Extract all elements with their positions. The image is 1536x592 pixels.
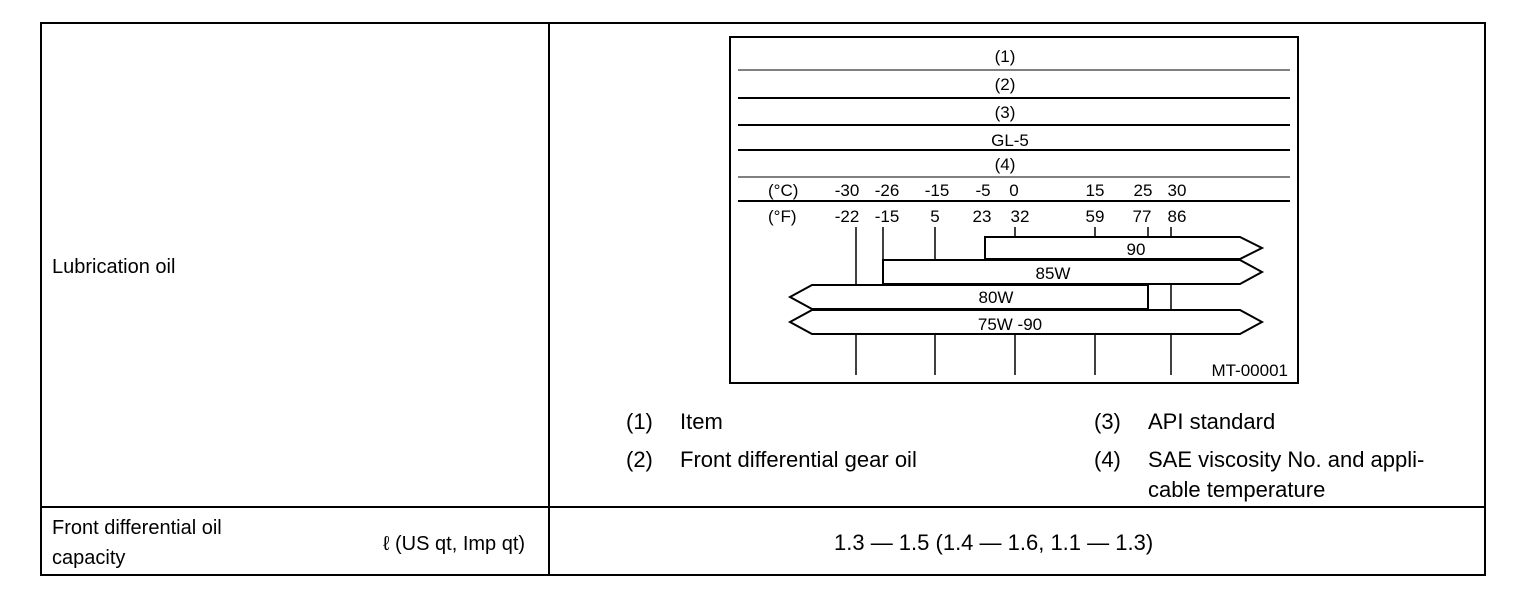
chart-row-3-label: (3) — [995, 103, 1016, 122]
fahrenheit-tick-0: -22 — [835, 207, 860, 226]
fahrenheit-tick-2: 5 — [930, 207, 939, 226]
table-column-divider — [548, 22, 550, 576]
oil-capacity-label-line2: capacity — [52, 547, 126, 569]
grade-75w-90-label: 75W -90 — [978, 315, 1042, 334]
celsius-tick-5: 15 — [1086, 181, 1105, 200]
celsius-unit: (°C) — [768, 181, 798, 200]
fahrenheit-tick-5: 59 — [1086, 207, 1105, 226]
celsius-tick-1: -26 — [875, 181, 900, 200]
api-grade-value: GL-5 — [991, 131, 1029, 150]
celsius-tick-4: 0 — [1009, 181, 1018, 200]
legend-num-3: (3) — [1094, 409, 1121, 434]
oil-capacity-label-line1: Front differential oil — [52, 517, 222, 539]
celsius-tick-6: 25 — [1134, 181, 1153, 200]
chart-row-4-label: (4) — [995, 155, 1016, 174]
table-border-top — [40, 22, 1486, 24]
grade-80w-label: 80W — [979, 288, 1014, 307]
legend-text-1: Item — [680, 409, 723, 434]
grade-75w-90-arrow — [787, 309, 1265, 335]
chart-row-2-label: (2) — [995, 75, 1016, 94]
chart-frame — [729, 36, 1299, 384]
figure-code: MT-00001 — [1211, 361, 1288, 380]
celsius-tick-7: 30 — [1168, 181, 1187, 200]
celsius-tick-0: -30 — [835, 181, 860, 200]
table-row-divider — [40, 506, 1486, 508]
table-border-bottom — [40, 574, 1486, 576]
oil-capacity-value: 1.3 — 1.5 (1.4 — 1.6, 1.1 — 1.3) — [834, 530, 1154, 555]
fahrenheit-tick-7: 86 — [1168, 207, 1187, 226]
grade-90-arrow — [984, 236, 1265, 260]
fahrenheit-tick-4: 32 — [1011, 207, 1030, 226]
legend-text-2: Front differential gear oil — [680, 447, 917, 472]
celsius-tick-3: -5 — [975, 181, 990, 200]
chart-row-1-label: (1) — [995, 47, 1016, 66]
grade-90-label: 90 — [1127, 240, 1146, 259]
fahrenheit-unit: (°F) — [768, 207, 797, 226]
legend-text-3: API standard — [1148, 409, 1276, 434]
grade-80w-arrow — [787, 284, 1149, 310]
legend-num-4: (4) — [1094, 447, 1121, 472]
legend-num-2: (2) — [626, 447, 653, 472]
table-border-right — [1484, 22, 1486, 576]
table-border-left — [40, 22, 42, 576]
oil-capacity-unit: ℓ (US qt, Imp qt) — [383, 533, 526, 555]
legend-text-4-line2: cable temperature — [1148, 477, 1326, 502]
fahrenheit-tick-3: 23 — [973, 207, 992, 226]
grade-85w-label: 85W — [1036, 264, 1071, 283]
fahrenheit-tick-1: -15 — [875, 207, 900, 226]
legend-text-4-line1: SAE viscosity No. and appli- — [1148, 447, 1425, 472]
lubrication-oil-label: Lubrication oil — [52, 256, 176, 278]
legend-num-1: (1) — [626, 409, 653, 434]
grade-85w-arrow — [882, 259, 1265, 285]
celsius-tick-2: -15 — [925, 181, 950, 200]
fahrenheit-tick-6: 77 — [1133, 207, 1152, 226]
